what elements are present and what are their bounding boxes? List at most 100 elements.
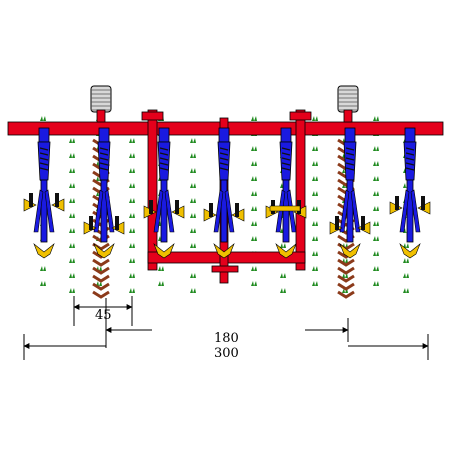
crop-plant <box>190 168 196 173</box>
tine-right <box>44 189 55 233</box>
plant-leaf <box>373 116 379 121</box>
crop-plant <box>190 243 196 248</box>
furrow-chevron <box>92 258 110 267</box>
plant-leaf <box>129 288 135 293</box>
plant-leaf <box>251 191 257 196</box>
wheel-bracket <box>343 109 353 123</box>
crop-plant <box>251 161 257 166</box>
plant-leaf <box>373 146 379 151</box>
unit-arm <box>37 141 51 181</box>
unit-mount <box>158 127 170 143</box>
furrow-chevron <box>337 290 355 299</box>
spring-coil <box>405 152 415 156</box>
crop-plant <box>190 288 196 293</box>
unit-mount <box>344 127 356 143</box>
crop-plant <box>373 221 379 226</box>
crop-plant <box>251 266 257 271</box>
spring-coil <box>39 162 49 166</box>
plant-leaf <box>190 243 196 248</box>
spring-coil <box>99 167 109 171</box>
crop-plant <box>69 153 75 158</box>
plant-leaf <box>40 266 46 271</box>
crop-plant <box>312 206 318 211</box>
crop-plant <box>190 213 196 218</box>
spring-coil <box>219 162 229 166</box>
plant-leaf <box>129 198 135 203</box>
crop-plant <box>190 153 196 158</box>
tine-left <box>153 189 164 233</box>
tine-right <box>104 189 115 233</box>
unit-arm <box>343 141 357 181</box>
plant-leaf <box>158 281 164 286</box>
crop-plant <box>40 116 46 121</box>
crop-plant <box>373 251 379 256</box>
crop-plant <box>403 288 409 293</box>
gauge-wheel <box>90 85 112 123</box>
tine-right <box>164 189 175 233</box>
dimension-lines <box>23 296 429 360</box>
plant-leaf <box>251 281 257 286</box>
bottom-sweep <box>33 243 55 259</box>
plant-leaf <box>312 281 318 286</box>
plant-leaf <box>251 236 257 241</box>
plant-leaf <box>190 168 196 173</box>
crop-plant <box>251 281 257 286</box>
plant-leaf <box>373 176 379 181</box>
plant-leaf <box>129 258 135 263</box>
spring-coil <box>99 152 109 156</box>
crop-plant <box>129 288 135 293</box>
spring-coil <box>281 167 291 171</box>
crop-plant <box>251 146 257 151</box>
plant-leaf <box>69 138 75 143</box>
crop-plant <box>129 228 135 233</box>
unit-arm <box>279 141 293 181</box>
crop-plant <box>69 243 75 248</box>
crop-plant <box>403 273 409 278</box>
crop-plant <box>69 288 75 293</box>
crop-plant <box>69 183 75 188</box>
plant-leaf <box>129 273 135 278</box>
crop-plant <box>373 146 379 151</box>
dim-label-180: 180 <box>214 331 239 346</box>
plant-leaf <box>403 258 409 263</box>
furrow-chevron <box>337 266 355 275</box>
spring-coil <box>405 162 415 166</box>
spring-coil <box>345 157 355 161</box>
crop-plant <box>403 258 409 263</box>
spring-coil <box>281 162 291 166</box>
plant-leaf <box>129 168 135 173</box>
plant-leaf <box>69 168 75 173</box>
furrow-chevron <box>92 266 110 275</box>
crop-plant <box>280 273 286 278</box>
crop-plant <box>373 236 379 241</box>
crop-plant <box>373 206 379 211</box>
bottom-sweep <box>213 243 235 259</box>
plant-leaf <box>129 243 135 248</box>
spring-coil <box>39 167 49 171</box>
unit-arm <box>157 141 171 181</box>
plant-leaf <box>312 191 318 196</box>
tine-left <box>399 189 410 233</box>
crop-plant <box>69 168 75 173</box>
spring-coil <box>281 152 291 156</box>
crop-plant <box>190 228 196 233</box>
crop-plant <box>69 273 75 278</box>
plant-leaf <box>158 266 164 271</box>
plant-leaf <box>69 153 75 158</box>
spring-coil <box>159 147 169 151</box>
plant-leaf <box>403 288 409 293</box>
crop-plant <box>312 191 318 196</box>
spring-coil <box>159 152 169 156</box>
plant-leaf <box>312 266 318 271</box>
crop-plant <box>312 161 318 166</box>
side-spring-right <box>361 216 365 230</box>
crop-plant <box>251 236 257 241</box>
tine-right <box>410 189 421 233</box>
tine-right <box>350 189 361 233</box>
side-spring-right <box>235 203 239 217</box>
cultivator-units <box>23 127 431 259</box>
unit-mount <box>38 127 50 143</box>
crop-plant <box>129 243 135 248</box>
plant-leaf <box>251 221 257 226</box>
cultivator-unit <box>389 127 431 259</box>
